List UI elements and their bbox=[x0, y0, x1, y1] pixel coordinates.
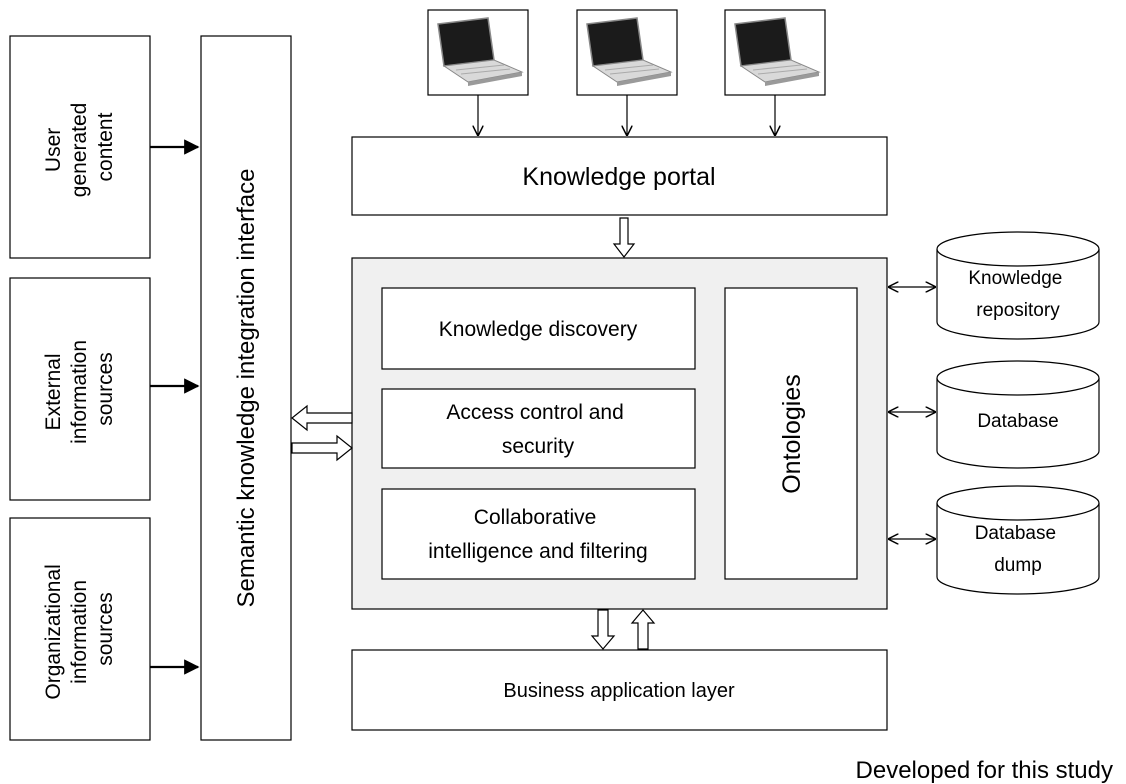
core-to-interface-arrow bbox=[291, 404, 353, 432]
svg-text:Knowledge repository: Knowledge repository bbox=[968, 268, 1067, 321]
caption: Developed for this study bbox=[856, 757, 1113, 784]
laptop-icon bbox=[576, 9, 678, 96]
svg-text:Organizational informati: Organizational information sources bbox=[42, 558, 117, 699]
laptop-1 bbox=[427, 9, 529, 96]
source-user-line-2: generated bbox=[68, 103, 91, 198]
ontologies-label: Ontologies bbox=[778, 374, 806, 494]
laptop-2 bbox=[576, 9, 678, 96]
laptop-icon bbox=[427, 9, 529, 96]
collaborative-line-2: intelligence and filtering bbox=[428, 540, 647, 563]
integration-interface-label: Semantic knowledge integration interface bbox=[233, 169, 260, 608]
source-external-line-1: External bbox=[42, 353, 65, 430]
svg-text:Access control and sec: Access control and security bbox=[446, 401, 629, 458]
knowledge-discovery-box: Knowledge discovery bbox=[381, 287, 696, 370]
portal-core-arrow bbox=[612, 217, 636, 258]
business-application-layer: Business application layer bbox=[351, 649, 888, 731]
svg-text:External information: External information sources bbox=[42, 334, 117, 444]
source-user-line-1: User bbox=[42, 128, 65, 172]
knowledge-portal: Knowledge portal bbox=[351, 136, 888, 216]
source-user-line-3: content bbox=[94, 112, 117, 181]
repository-line-2: repository bbox=[976, 300, 1060, 321]
business-to-core-arrow bbox=[630, 609, 656, 650]
source-user-generated: User generated content bbox=[9, 35, 151, 259]
database-store: Database bbox=[936, 360, 1100, 469]
laptop-3 bbox=[724, 9, 826, 96]
source-org-line-3: sources bbox=[94, 592, 117, 666]
svg-text:User generated con: User generated content bbox=[42, 97, 117, 197]
source-external-line-3: sources bbox=[94, 352, 117, 426]
database-dump-line-1: Database bbox=[975, 523, 1056, 544]
core-to-business-arrow bbox=[590, 609, 616, 650]
collaborative-box: Collaborative intelligence and filtering bbox=[381, 488, 696, 580]
svg-text:Collaborative intellig: Collaborative intelligence and filtering bbox=[428, 506, 647, 563]
source-org-line-1: Organizational bbox=[42, 564, 65, 699]
source-external: External information sources bbox=[9, 277, 151, 501]
knowledge-repository-store: Knowledge repository bbox=[936, 231, 1100, 340]
interface-to-core-arrow bbox=[291, 434, 353, 462]
database-label: Database bbox=[977, 411, 1058, 432]
knowledge-portal-label: Knowledge portal bbox=[522, 163, 715, 191]
ontologies-box: Ontologies bbox=[724, 287, 858, 580]
knowledge-discovery-label: Knowledge discovery bbox=[439, 318, 638, 341]
access-control-line-2: security bbox=[502, 435, 575, 458]
svg-text:Database dump: Database dump bbox=[975, 523, 1062, 576]
core-panel: Knowledge discovery Access control and s… bbox=[351, 257, 888, 610]
source-organizational: Organizational information sources bbox=[9, 517, 151, 741]
database-dump-store: Database dump bbox=[936, 485, 1100, 595]
access-control-box: Access control and security bbox=[381, 388, 696, 469]
business-layer-label: Business application layer bbox=[503, 680, 735, 702]
repository-line-1: Knowledge bbox=[968, 268, 1062, 289]
laptop-icon bbox=[724, 9, 826, 96]
access-control-line-1: Access control and bbox=[446, 401, 623, 424]
source-org-line-2: information bbox=[68, 580, 91, 684]
collaborative-line-1: Collaborative bbox=[474, 506, 597, 529]
database-dump-line-2: dump bbox=[994, 555, 1042, 576]
source-external-line-2: information bbox=[68, 340, 91, 444]
integration-interface: Semantic knowledge integration interface bbox=[200, 35, 292, 741]
